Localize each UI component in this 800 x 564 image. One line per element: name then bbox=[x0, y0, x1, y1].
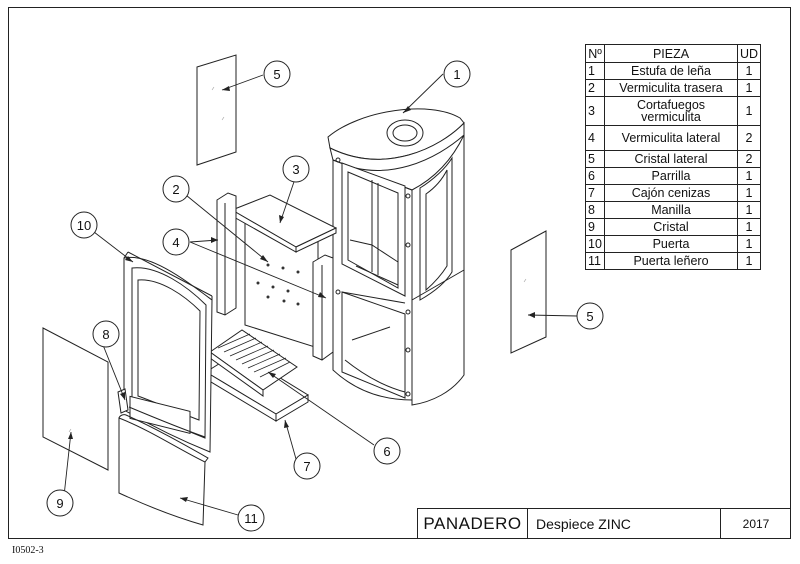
leader-arrowheads bbox=[68, 86, 535, 502]
row-num: 2 bbox=[585, 79, 605, 97]
row-name: Cristal lateral bbox=[604, 150, 738, 168]
row-qty: 1 bbox=[736, 235, 762, 253]
header-piece: PIEZA bbox=[604, 44, 738, 63]
row-qty: 1 bbox=[736, 252, 762, 270]
callout-5-right-label: 5 bbox=[586, 309, 593, 324]
callout-4: 4 bbox=[162, 228, 190, 256]
row-num: 1 bbox=[585, 62, 605, 80]
row-qty: 1 bbox=[736, 96, 762, 126]
row-qty: 1 bbox=[736, 62, 762, 80]
callout-3-label: 3 bbox=[292, 162, 299, 177]
callout-1: 1 bbox=[443, 60, 471, 88]
row-name: Vermiculita trasera bbox=[604, 79, 738, 97]
row-name: Cajón cenizas bbox=[604, 184, 738, 202]
row-qty: 2 bbox=[736, 125, 762, 151]
row-name: Puerta leñero bbox=[604, 252, 738, 270]
sheet-border bbox=[8, 7, 791, 539]
drawing-year: 2017 bbox=[742, 517, 770, 531]
row-num: 8 bbox=[585, 201, 605, 219]
drawing-reference: I0502-3 bbox=[12, 545, 44, 556]
row-num: 4 bbox=[585, 125, 605, 151]
row-num: 11 bbox=[585, 252, 605, 270]
row-name: Cortafuegos vermiculita bbox=[604, 96, 738, 126]
side-glass-right-part bbox=[510, 230, 547, 354]
callout-6: 6 bbox=[373, 437, 401, 465]
callout-2: 2 bbox=[162, 175, 190, 203]
row-name: Parrilla bbox=[604, 167, 738, 185]
row-name: Manilla bbox=[604, 201, 738, 219]
row-qty: 1 bbox=[736, 167, 762, 185]
callout-9-label: 9 bbox=[56, 496, 63, 511]
row-num: 3 bbox=[585, 96, 605, 126]
callout-9: 9 bbox=[46, 489, 74, 517]
parts-table-header: Nº PIEZA UD bbox=[585, 44, 762, 63]
row-num: 6 bbox=[585, 167, 605, 185]
door-part bbox=[123, 251, 213, 453]
callout-4-label: 4 bbox=[172, 235, 179, 250]
callout-11: 11 bbox=[237, 504, 265, 532]
callout-5-left: 5 bbox=[263, 60, 291, 88]
row-name: Vermiculita lateral bbox=[604, 125, 738, 151]
callout-8-label: 8 bbox=[102, 327, 109, 342]
row-name: Estufa de leña bbox=[604, 62, 738, 80]
callout-5-left-label: 5 bbox=[273, 67, 280, 82]
callout-7-label: 7 bbox=[303, 459, 310, 474]
row-num: 10 bbox=[585, 235, 605, 253]
callout-7: 7 bbox=[293, 452, 321, 480]
row-qty: 1 bbox=[736, 218, 762, 236]
glass-part bbox=[42, 327, 109, 471]
callout-1-label: 1 bbox=[453, 67, 460, 82]
handle-part bbox=[117, 388, 129, 414]
callout-10-label: 10 bbox=[77, 218, 91, 233]
row-qty: 1 bbox=[736, 184, 762, 202]
callout-8: 8 bbox=[92, 320, 120, 348]
stove-body-part bbox=[327, 108, 465, 406]
vermiculite-baffle-part bbox=[230, 194, 338, 253]
row-qty: 1 bbox=[736, 79, 762, 97]
side-glass-left-part bbox=[196, 54, 237, 166]
row-name: Cristal bbox=[604, 218, 738, 236]
callout-10: 10 bbox=[70, 211, 98, 239]
row-num: 7 bbox=[585, 184, 605, 202]
callout-6-label: 6 bbox=[383, 444, 390, 459]
callout-5-right: 5 bbox=[576, 302, 604, 330]
drawing-description: Despiece ZINC bbox=[528, 509, 721, 539]
header-qty: UD bbox=[736, 44, 762, 63]
row-qty: 1 bbox=[736, 201, 762, 219]
callout-2-label: 2 bbox=[172, 182, 179, 197]
callout-3: 3 bbox=[282, 155, 310, 183]
callout-11-label: 11 bbox=[244, 511, 258, 526]
brand-name: PANADERO bbox=[418, 509, 528, 539]
header-num: Nº bbox=[585, 44, 605, 63]
row-num: 9 bbox=[585, 218, 605, 236]
side-vermiculite-part bbox=[216, 192, 334, 361]
row-num: 5 bbox=[585, 150, 605, 168]
row-name: Puerta bbox=[604, 235, 738, 253]
title-block: PANADERO Despiece ZINC 2017 bbox=[417, 508, 791, 539]
row-qty: 2 bbox=[736, 150, 762, 168]
